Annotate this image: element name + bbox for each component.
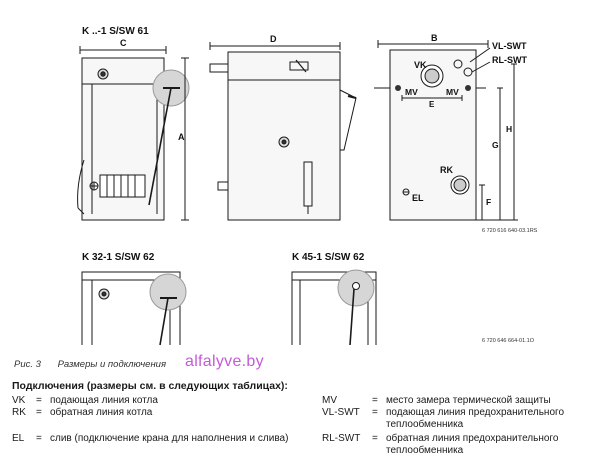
legend-desc: обратная линия котла [50, 407, 153, 418]
boiler-dimensions-diagram: K ..-1 S/SW 61 C [77, 26, 538, 346]
bottom-left-boiler: K 32-1 S/SW 62 [81, 252, 187, 346]
legend-code: EL [12, 433, 25, 444]
caption-number: Рис. 3 [14, 359, 41, 370]
legend-eq: = [36, 407, 42, 418]
dim-b-label: B [431, 33, 438, 43]
figure-caption: Рис. 3 Размеры и подключения [14, 359, 166, 370]
bottom-left-title: K 32-1 S/SW 62 [82, 252, 155, 263]
legend-desc: слив (подключение крана для наполнения и… [50, 433, 289, 444]
dim-f-label: F [486, 197, 491, 207]
legend-eq: = [36, 395, 42, 406]
caption-text: Размеры и подключения [57, 359, 167, 370]
legend-title: Подключения (размеры см. в следующих таб… [12, 380, 288, 392]
legend-code: VL-SWT [322, 407, 360, 418]
legend-right-column: MV = место замера термической защиты VL-… [322, 395, 597, 457]
rear-view-boiler: B VK MV MV E RK EL [374, 33, 527, 221]
drawing-code-top: 6 720 616 640-03.1RS [482, 228, 538, 234]
legend-desc: обратная линия предохранительного теплоо… [386, 433, 559, 456]
rl-swt-label: RL-SWT [492, 55, 527, 65]
dim-e-label: E [429, 100, 435, 109]
legend-code: RK [12, 407, 26, 418]
front-view-title: K ..-1 S/SW 61 [82, 26, 149, 37]
watermark: alfalyve.by [185, 353, 264, 370]
vl-swt-label: VL-SWT [492, 41, 527, 51]
legend-eq: = [372, 433, 378, 444]
bottom-mid-title: K 45-1 S/SW 62 [292, 252, 365, 263]
legend-eq: = [36, 433, 42, 444]
mv-right-label: MV [446, 87, 459, 97]
dim-g-label: G [492, 140, 499, 150]
vk-label: VK [414, 60, 427, 70]
bottom-mid-boiler: K 45-1 S/SW 62 [291, 252, 377, 346]
mv-left-label: MV [405, 87, 418, 97]
rk-label: RK [440, 165, 453, 175]
legend-code: MV [322, 395, 337, 406]
legend-code: VK [12, 395, 26, 406]
dim-h-label: H [506, 124, 512, 134]
legend-eq: = [372, 395, 378, 406]
dim-c-label: C [120, 38, 127, 48]
el-label: EL [412, 193, 424, 203]
legend-code: RL-SWT [322, 433, 361, 444]
dim-a-label: A [178, 132, 185, 142]
legend-left-column: VK = подающая линия котла RK = обратная … [12, 395, 312, 455]
dim-d-label: D [270, 34, 277, 44]
legend-desc: место замера термической защиты [386, 395, 551, 406]
drawing-code-bottom: 6 720 646 664-01.1O [482, 338, 535, 344]
side-view-boiler: D [209, 34, 357, 221]
legend-eq: = [372, 407, 378, 418]
front-view-boiler: K ..-1 S/SW 61 C [77, 26, 190, 221]
legend-desc: подающая линия котла [50, 395, 158, 406]
legend-desc: подающая линия предохранительного теплоо… [386, 407, 565, 430]
